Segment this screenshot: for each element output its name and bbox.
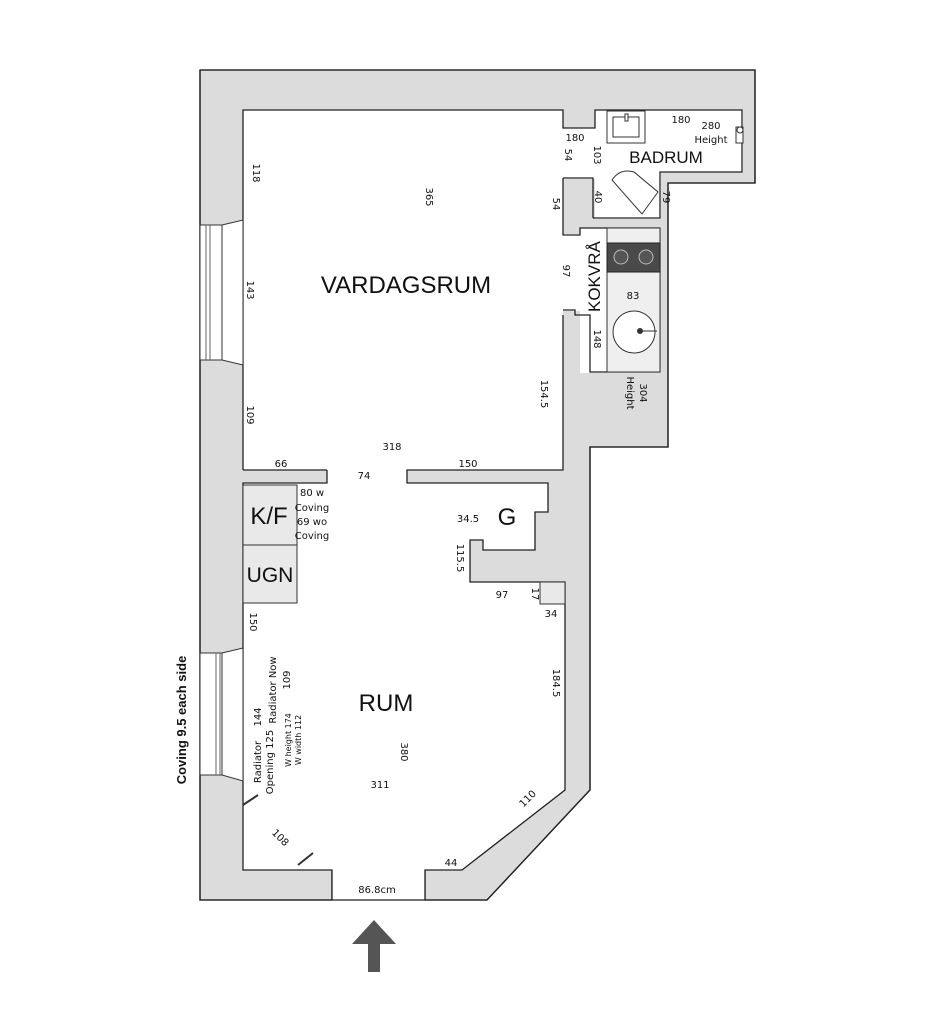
dim: Radiator — [253, 740, 264, 783]
ugn-box — [242, 544, 298, 604]
dim: 80 w — [300, 488, 324, 499]
dim: 118 — [250, 163, 261, 182]
dim: 180 — [565, 133, 584, 144]
dim: 66 — [275, 459, 288, 470]
dim: 144 — [253, 707, 264, 726]
dim: 17 — [529, 588, 540, 601]
dim: 380 — [398, 742, 409, 761]
dim: 143 — [244, 280, 255, 299]
dim: 365 — [423, 187, 434, 206]
dim: 109 — [282, 670, 293, 689]
dim: 150 — [247, 612, 258, 631]
dim: 40 — [592, 191, 603, 204]
dimension-labels: 365 318 66 74 150 180 180 280 Height 83 … — [174, 115, 728, 896]
kitchen-sink-icon — [612, 310, 657, 354]
dim: Radiator Now — [268, 656, 279, 723]
dim: Coving — [295, 531, 329, 542]
dim: 74 — [358, 471, 371, 482]
dim: 115.5 — [454, 544, 465, 573]
dim: 97 — [560, 265, 571, 278]
room-label-ugn: UGN — [247, 564, 294, 587]
dim: 109 — [244, 405, 255, 424]
stove-icon — [606, 242, 661, 273]
dim: 184.5 — [550, 669, 561, 698]
dim: 280 — [701, 121, 720, 132]
room-label-kf: K/F — [250, 503, 287, 530]
dim: Opening 125 — [265, 730, 276, 794]
dim: 103 — [591, 145, 602, 164]
dim: 304 — [637, 383, 648, 402]
dim: 180 — [671, 115, 690, 126]
toilet-icon — [611, 170, 659, 215]
dim: W width 112 — [294, 715, 303, 765]
dim: Height — [694, 135, 727, 146]
dim: 54 — [562, 149, 573, 162]
dim: 311 — [370, 780, 389, 791]
door-leaf — [297, 852, 314, 866]
window-bottom — [199, 647, 244, 782]
room-label-vardagsrum: VARDAGSRUM — [321, 272, 491, 299]
sink-icon — [606, 110, 646, 144]
entrance-arrow-icon — [352, 920, 396, 972]
coving-note: Coving 9.5 each side — [174, 656, 189, 785]
dim: 54 — [550, 198, 561, 211]
dim: W height 174 — [284, 713, 293, 767]
room-label-rum: RUM — [359, 690, 414, 717]
pillar — [539, 581, 566, 605]
room-label-g: G — [498, 504, 517, 531]
dim: 154.5 — [538, 380, 549, 409]
dim: 86.8cm — [358, 885, 396, 896]
dim: 318 — [382, 442, 401, 453]
dim: Coving — [295, 503, 329, 514]
dim: 34.5 — [457, 514, 479, 525]
dim: 83 — [627, 291, 640, 302]
shower-icon — [735, 126, 744, 144]
kf-box — [242, 484, 298, 546]
dim: Height — [624, 376, 635, 409]
dim: 44 — [445, 858, 458, 869]
dim: 79 — [660, 191, 671, 204]
room-label-badrum: BADRUM — [629, 148, 703, 167]
dim: 34 — [545, 609, 558, 620]
dim: 97 — [496, 590, 509, 601]
dim: 150 — [458, 459, 477, 470]
room-label-kokvra: KOKVRÅ — [585, 240, 604, 312]
door-leaf — [242, 794, 259, 806]
dim: 148 — [591, 329, 602, 348]
dim: 69 wo — [297, 517, 327, 528]
window-top — [199, 219, 244, 366]
